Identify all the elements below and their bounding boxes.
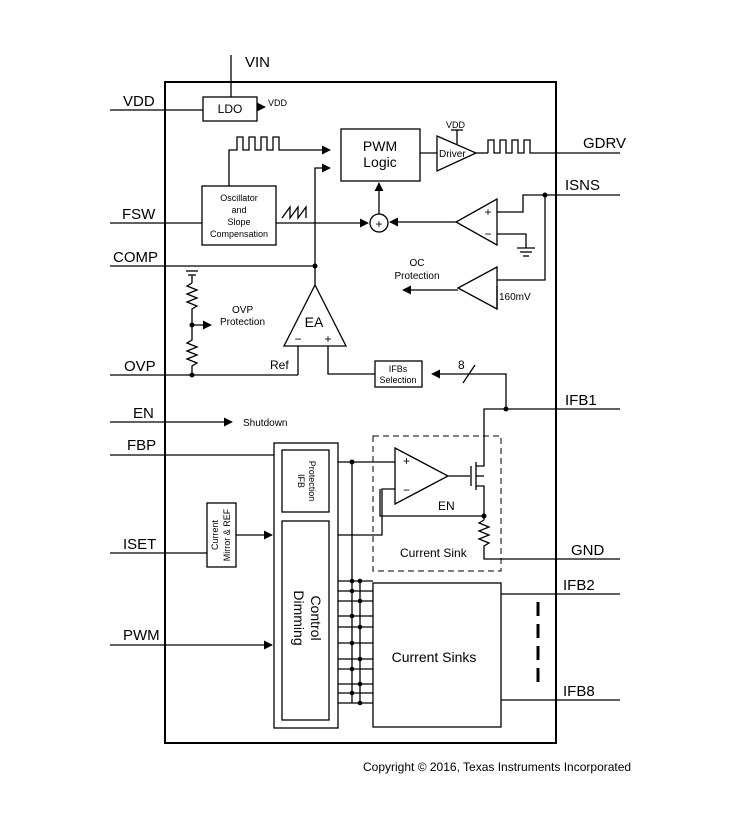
copyright-text: Copyright © 2016, Texas Instruments Inco… [363,760,631,774]
bus-width-label: 8 [458,358,465,372]
osc-label-1: Oscillator [220,193,258,203]
ifbs-label-2: Selection [379,375,416,385]
dimming-label-2: Control [308,595,324,640]
pin-ifb1: IFB1 [565,392,597,409]
osc-label-4: Compensation [210,229,268,239]
current-sink-region [372,435,502,572]
ea-to-logic-wire [314,163,331,285]
pin-vdd: VDD [123,93,155,110]
isns-gnd-wire [497,233,527,248]
ovp-prot-label-1: OVP [232,305,253,316]
pwm-logic-block [340,128,421,182]
pin-ifb8: IFB8 [563,683,595,700]
isns-amplifier [454,197,498,247]
dimming-to-amp-wire [338,488,395,536]
pin-iset: ISET [123,536,156,553]
mosfet-source [476,485,485,520]
ldo-block [202,96,258,122]
oc-label-1: OC [410,258,425,269]
osc-label-3: Slope [227,217,250,227]
oc-sense-wire [497,195,546,281]
driver-vdd-label: VDD [446,120,466,130]
current-sink-label: Current Sink [400,546,468,560]
clock-wire [228,136,331,186]
current-sinks-block [372,582,502,728]
ifbs-label-1: IFBs [389,364,408,374]
ifb1-junction [503,406,509,412]
sink-amp-minus: − [403,483,410,497]
oscillator-block [201,185,277,246]
en-internal-label: EN [438,499,455,513]
ifb-prot-label-2: Protection [307,461,317,502]
pin-isns: ISNS [565,177,600,194]
pwm-logic-label-1: PWM [363,138,397,154]
ifb-protection-block [281,449,330,513]
sum-symbol: + [375,217,382,231]
pin-fbp: FBP [127,437,156,454]
pin-gdrv: GDRV [583,135,626,152]
sense-resistor [477,519,620,560]
ovp-divider-resistors [185,282,199,375]
ldo-label: LDO [218,102,243,116]
isns-wire [497,194,620,213]
ovp-junction [189,372,195,378]
ref-label: Ref [270,358,289,372]
pin-ovp: OVP [124,358,156,375]
sink-amplifier [394,446,450,506]
bus-slash [462,364,476,384]
pin-en: EN [133,405,154,422]
mosfet-drain [476,453,485,467]
ea-plus-wire [327,346,375,375]
current-sinks-label: Current Sinks [392,649,477,665]
sink-amp-plus: + [403,454,410,468]
pin-pwm: PWM [123,627,160,644]
ldo-out-label: VDD [268,98,288,108]
ramp-symbol [281,205,307,220]
ifb1-wire [483,408,620,453]
dimming-control-block [281,520,330,721]
oc-label-2: Protection [394,271,439,282]
ea-minus: − [294,332,301,346]
oc-comparator [456,265,498,311]
ic-boundary [164,81,557,744]
bus-connections [338,578,373,706]
sink-feedback-junction [481,513,487,519]
isns-amp-minus: − [484,227,491,241]
pin-fsw: FSW [122,206,156,223]
ifb-bus-wire [431,369,507,409]
ifb-prot-label-1: IFB [296,474,306,488]
dimming-label-1: Dimming [291,590,307,645]
sink-feedback-wire [379,489,484,517]
current-mirror-label-2: Mirror & REF [222,508,232,561]
current-mirror-label-1: Current [210,519,220,550]
pin-ifb2: IFB2 [563,577,595,594]
shutdown-label: Shutdown [243,418,287,429]
ovp-prot-label-2: Protection [220,317,265,328]
pin-vin: VIN [245,54,270,71]
pin-gnd: GND [571,542,605,559]
error-amplifier [282,283,348,347]
driver-label: Driver [439,149,466,160]
isns-amp-plus: + [484,205,491,219]
oc-threshold-label: 160mV [499,292,531,303]
gdrv-pulse-wire [487,139,620,154]
ea-plus: + [324,332,331,346]
pwm-logic-label-2: Logic [363,154,396,170]
osc-label-2: and [231,205,246,215]
ifbs-selection-block [374,360,423,388]
ea-label: EA [305,314,324,330]
pin-comp: COMP [113,249,158,266]
